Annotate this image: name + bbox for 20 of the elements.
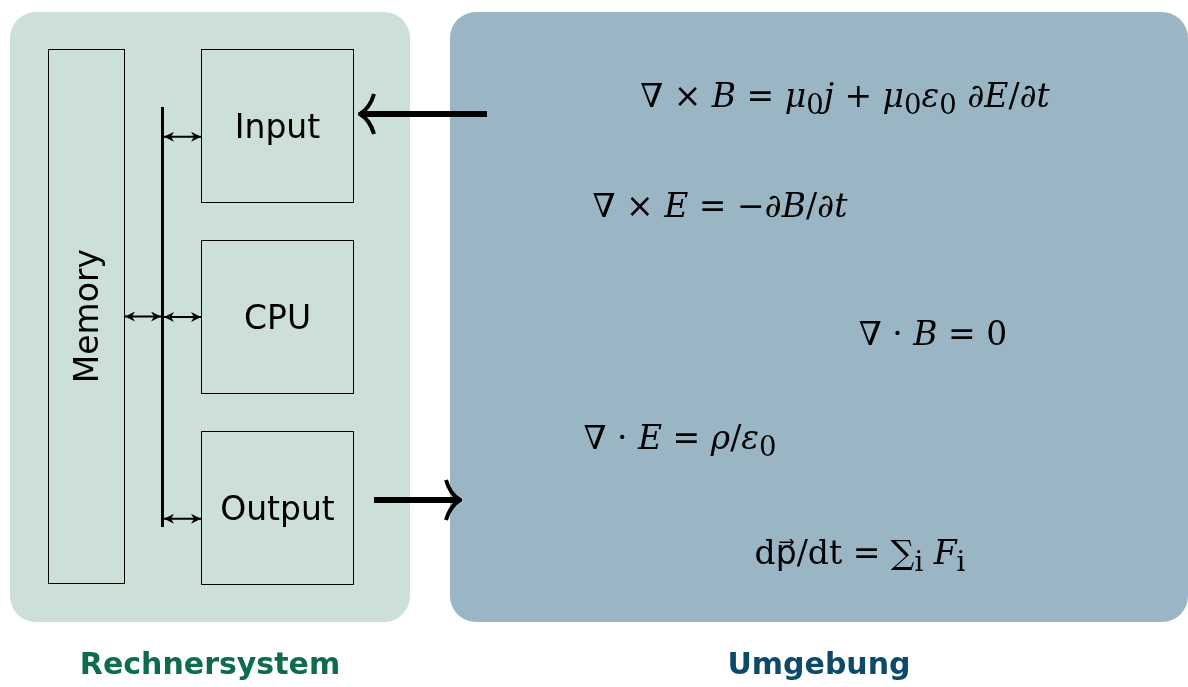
- box-label: CPU: [243, 297, 312, 337]
- equation: ∇ × E = −∂B/∂t: [592, 185, 848, 225]
- equation: ∇ · E = ρ/ε$_{0}$: [583, 417, 777, 463]
- component-box: [201, 49, 354, 203]
- bus-arrow: [163, 513, 202, 524]
- equation: ∇ × B = μ$_{0}$j + μ$_{0}$ε$_{0}$ ∂E/∂t: [640, 75, 1050, 121]
- equation: dp⃗/dt = ∑$_{i}$ F$_{i}$: [754, 532, 966, 578]
- panel-title: Umgebung: [726, 646, 912, 681]
- box-label: Output: [220, 488, 335, 528]
- panel-title: Rechnersystem: [78, 646, 342, 681]
- equation: ∇ · B = 0: [858, 313, 1008, 353]
- component-box: [48, 49, 125, 584]
- bus-arrow: [163, 312, 202, 322]
- component-box: [201, 431, 354, 585]
- box-label: Input: [234, 106, 321, 146]
- bus-arrow: [124, 311, 162, 322]
- bus-bar: [161, 107, 164, 527]
- box-label: Memory: [67, 249, 106, 384]
- component-box: [201, 240, 354, 394]
- bus-arrow: [163, 131, 202, 142]
